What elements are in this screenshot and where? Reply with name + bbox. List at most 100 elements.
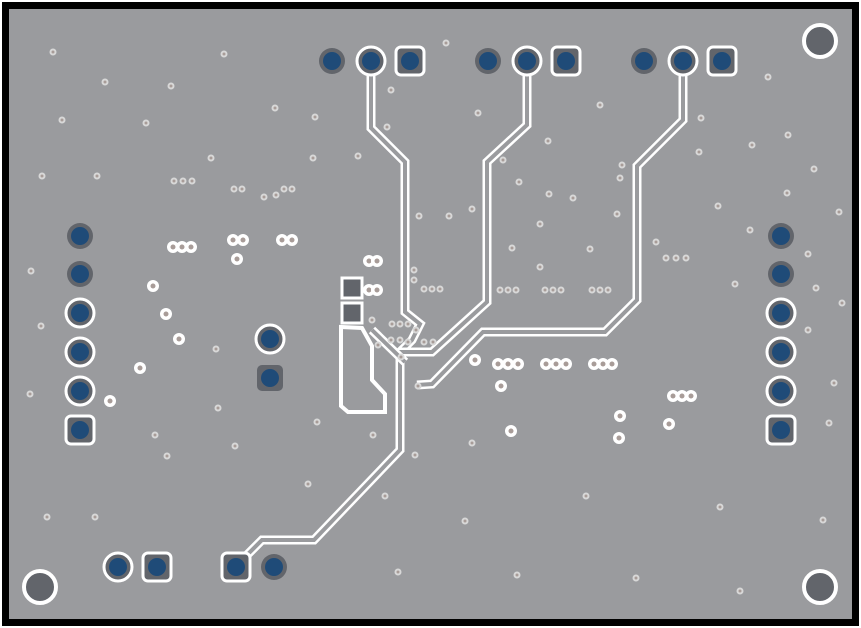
via-drill: [515, 361, 521, 367]
through-hole-pad: [765, 375, 797, 407]
via-drill: [615, 212, 619, 216]
via-drill: [414, 328, 418, 332]
through-hole-pad: [631, 48, 657, 74]
mounting-hole: [802, 569, 838, 605]
copper-pour: [339, 276, 387, 414]
via-drill: [413, 453, 417, 457]
via-drill: [366, 287, 372, 293]
via-drill: [60, 118, 64, 122]
via-drill: [832, 381, 836, 385]
via-drill: [664, 256, 668, 260]
via-drill: [733, 282, 737, 286]
via-drill: [510, 246, 514, 250]
via-drill: [498, 288, 502, 292]
vias: [26, 39, 846, 595]
through-hole-pad: [141, 551, 173, 583]
via-drill: [806, 328, 810, 332]
via-drill: [666, 421, 672, 427]
via-drill: [785, 191, 789, 195]
trace: [234, 61, 423, 568]
through-hole-pad: [550, 45, 582, 77]
via-drill: [366, 258, 372, 264]
via-drill: [738, 589, 742, 593]
pad-drill: [479, 52, 497, 70]
via-drill: [618, 176, 622, 180]
pad-drill: [71, 343, 89, 361]
via-drill: [517, 180, 521, 184]
via-drill: [234, 256, 240, 262]
via-drill: [190, 179, 194, 183]
through-hole-pad: [102, 551, 134, 583]
via-drill: [514, 288, 518, 292]
through-hole-pad: [64, 414, 96, 446]
via-drill: [821, 518, 825, 522]
via-drill: [137, 365, 143, 371]
via-drill: [262, 195, 266, 199]
pad-drill: [401, 52, 419, 70]
through-hole-pad: [261, 554, 287, 580]
pad-drill: [261, 330, 279, 348]
via-drill: [390, 322, 394, 326]
pad-drill: [557, 52, 575, 70]
via-drill: [546, 139, 550, 143]
through-hole-pad: [67, 223, 93, 249]
via-drill: [214, 347, 218, 351]
via-drill: [508, 428, 514, 434]
via-drill: [588, 247, 592, 251]
via-drill: [416, 384, 420, 388]
via-drill: [230, 237, 236, 243]
through-hole-pad: [254, 323, 286, 355]
via-drill: [412, 268, 416, 272]
via-drill: [289, 237, 295, 243]
via-drill: [617, 413, 623, 419]
via-drill: [620, 163, 624, 167]
traces: [232, 61, 688, 570]
via-drill: [786, 133, 790, 137]
via-drill: [670, 393, 676, 399]
board-surface: [9, 9, 852, 619]
via-drill: [39, 324, 43, 328]
via-drill: [179, 244, 185, 250]
via-drill: [840, 301, 844, 305]
via-drill: [28, 392, 32, 396]
via-drill: [598, 103, 602, 107]
via-drill: [543, 361, 549, 367]
through-hole-pad: [765, 297, 797, 329]
through-hole-pad: [64, 336, 96, 368]
via-drill: [370, 318, 374, 322]
pad-drill: [71, 421, 89, 439]
via-drill: [766, 75, 770, 79]
via-drill: [430, 287, 434, 291]
via-drill: [181, 179, 185, 183]
via-drill: [515, 573, 519, 577]
via-drill: [29, 269, 33, 273]
pad-drill: [674, 52, 692, 70]
via-drill: [422, 340, 426, 344]
through-hole-pad: [511, 45, 543, 77]
via-drill: [837, 210, 841, 214]
through-hole-pad: [765, 336, 797, 368]
via-drill: [551, 288, 555, 292]
via-drill: [812, 167, 816, 171]
via-drill: [306, 482, 310, 486]
via-drill: [750, 143, 754, 147]
via-drill: [169, 84, 173, 88]
smd-pad: [340, 301, 364, 325]
via-drill: [827, 421, 831, 425]
via-drill: [311, 156, 315, 160]
smd-pad: [340, 276, 364, 300]
through-hole-pad: [706, 45, 738, 77]
through-hole-pad: [475, 48, 501, 74]
via-drill: [374, 258, 380, 264]
pad-drill: [518, 52, 536, 70]
via-drill: [470, 441, 474, 445]
via-drill: [389, 338, 393, 342]
via-drill: [274, 193, 278, 197]
through-hole-pad: [220, 551, 252, 583]
via-drill: [616, 435, 622, 441]
trace: [416, 61, 685, 387]
via-drill: [399, 355, 403, 359]
via-drill: [406, 322, 410, 326]
via-drill: [697, 150, 701, 154]
via-drill: [209, 156, 213, 160]
